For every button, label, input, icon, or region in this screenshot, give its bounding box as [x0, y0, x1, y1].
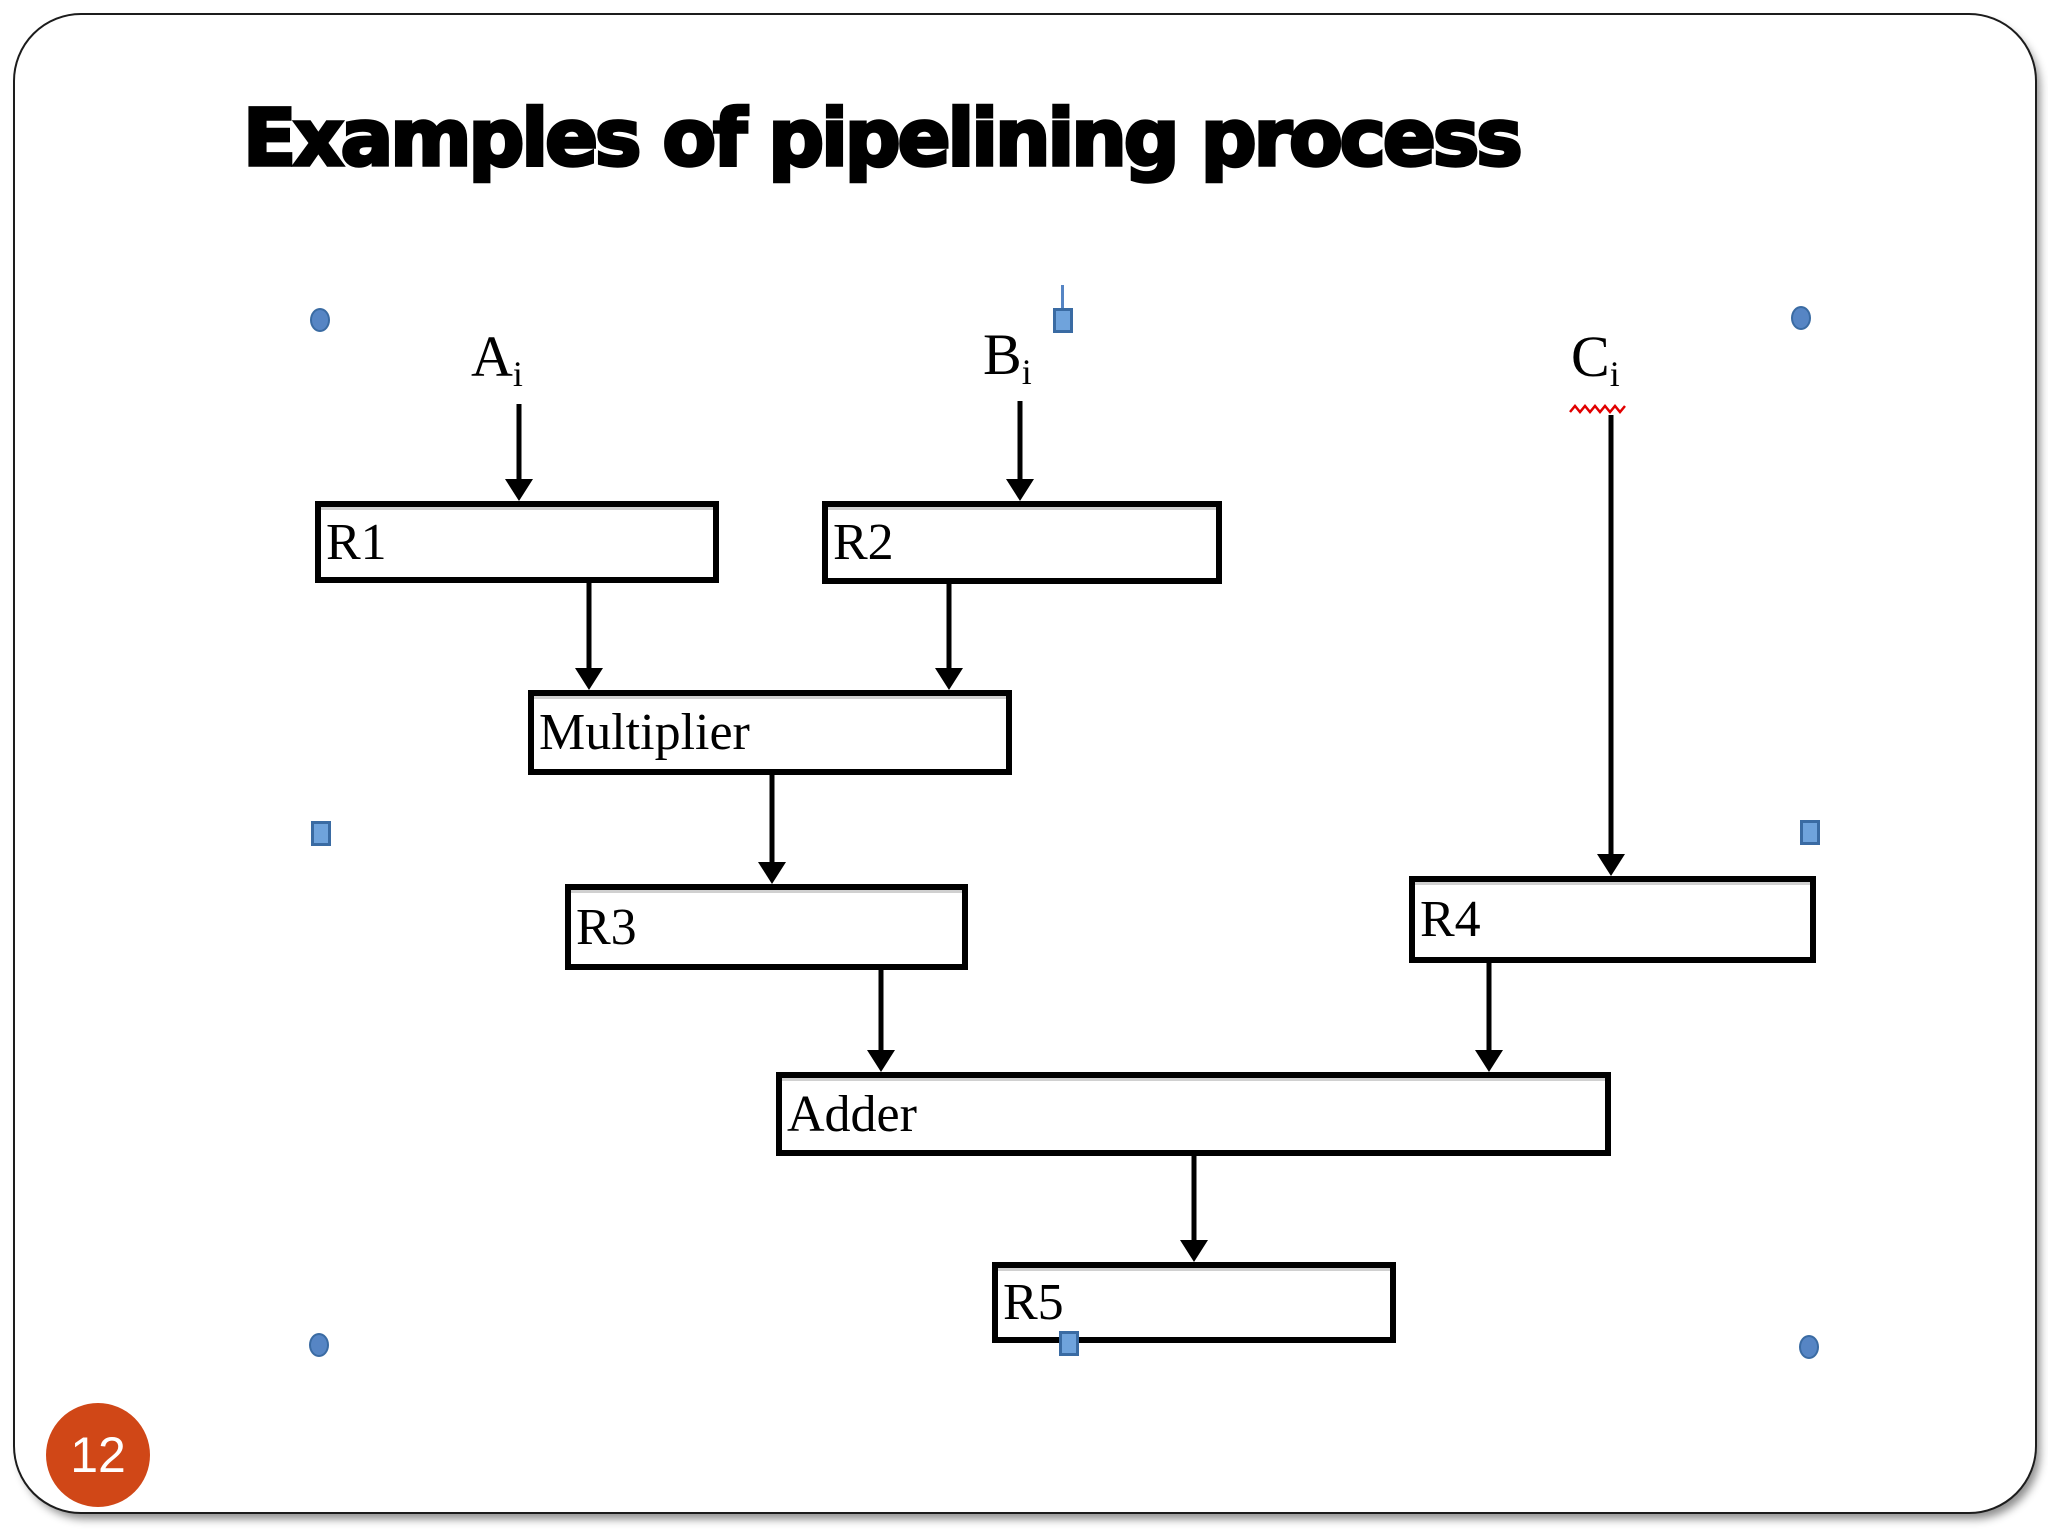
input-ai-base: A	[471, 324, 513, 389]
arrowhead-icon	[1006, 479, 1034, 501]
input-label-ai: Ai	[471, 323, 523, 395]
arrow-r1-to-multiplier	[575, 583, 603, 690]
box-r3-label: R3	[576, 898, 637, 956]
input-bi-base: B	[983, 322, 1022, 387]
selection-handle-left[interactable]	[311, 821, 331, 846]
box-r2-label: R2	[833, 514, 894, 571]
arrowhead-icon	[575, 668, 603, 690]
arrowhead-icon	[1597, 854, 1625, 876]
box-r1-label: R1	[326, 513, 387, 571]
arrowhead-icon	[867, 1050, 895, 1072]
arrow-adder-to-r5	[1180, 1155, 1208, 1262]
page-number: 12	[70, 1427, 126, 1483]
rotation-handle-top-center[interactable]	[1053, 308, 1073, 333]
box-adder-label: Adder	[787, 1085, 917, 1143]
box-r5-label: R5	[1003, 1274, 1064, 1331]
rotation-handle-stem	[1061, 285, 1064, 309]
arrowhead-icon	[1475, 1050, 1503, 1072]
box-r5: R5	[992, 1262, 1396, 1343]
box-r3: R3	[565, 884, 968, 970]
box-r1: R1	[315, 501, 719, 583]
selection-handle-top-right[interactable]	[1791, 306, 1811, 330]
arrow-multiplier-to-r3	[758, 774, 786, 884]
box-multiplier: Multiplier	[528, 690, 1012, 775]
arrow-r3-to-adder	[867, 969, 895, 1072]
selection-handle-right[interactable]	[1800, 820, 1820, 845]
selection-handle-bottom-right[interactable]	[1799, 1335, 1819, 1359]
arrowhead-icon	[1180, 1240, 1208, 1262]
input-ci-base: C	[1571, 324, 1610, 389]
page-number-badge: 12	[46, 1403, 150, 1507]
arrowhead-icon	[935, 668, 963, 690]
input-ci-subscript: i	[1609, 354, 1620, 395]
arrowhead-icon	[505, 479, 533, 501]
selection-handle-bottom-center[interactable]	[1059, 1331, 1079, 1356]
arrow-ci-to-r4	[1597, 415, 1625, 876]
spellcheck-squiggle	[1569, 404, 1626, 414]
selection-handle-bottom-left[interactable]	[309, 1333, 329, 1357]
box-adder: Adder	[776, 1072, 1611, 1156]
box-r4: R4	[1409, 876, 1816, 963]
input-label-bi: Bi	[983, 321, 1032, 393]
box-r2: R2	[822, 501, 1222, 584]
slide-title: Examples of pipelining process	[241, 94, 1524, 184]
box-multiplier-label: Multiplier	[539, 704, 750, 761]
input-bi-subscript: i	[1021, 352, 1032, 393]
arrow-bi-to-r2	[1006, 401, 1034, 501]
arrowhead-icon	[758, 862, 786, 884]
arrow-r4-to-adder	[1475, 962, 1503, 1072]
selection-handle-top-left[interactable]	[310, 308, 330, 332]
arrow-ai-to-r1	[505, 404, 533, 501]
arrow-r2-to-multiplier	[935, 583, 963, 690]
input-label-ci: Ci	[1571, 323, 1620, 395]
input-ai-subscript: i	[512, 354, 523, 395]
slide-canvas: Examples of pipelining process Ai Bi Ci …	[13, 13, 2037, 1514]
box-r4-label: R4	[1420, 891, 1481, 948]
